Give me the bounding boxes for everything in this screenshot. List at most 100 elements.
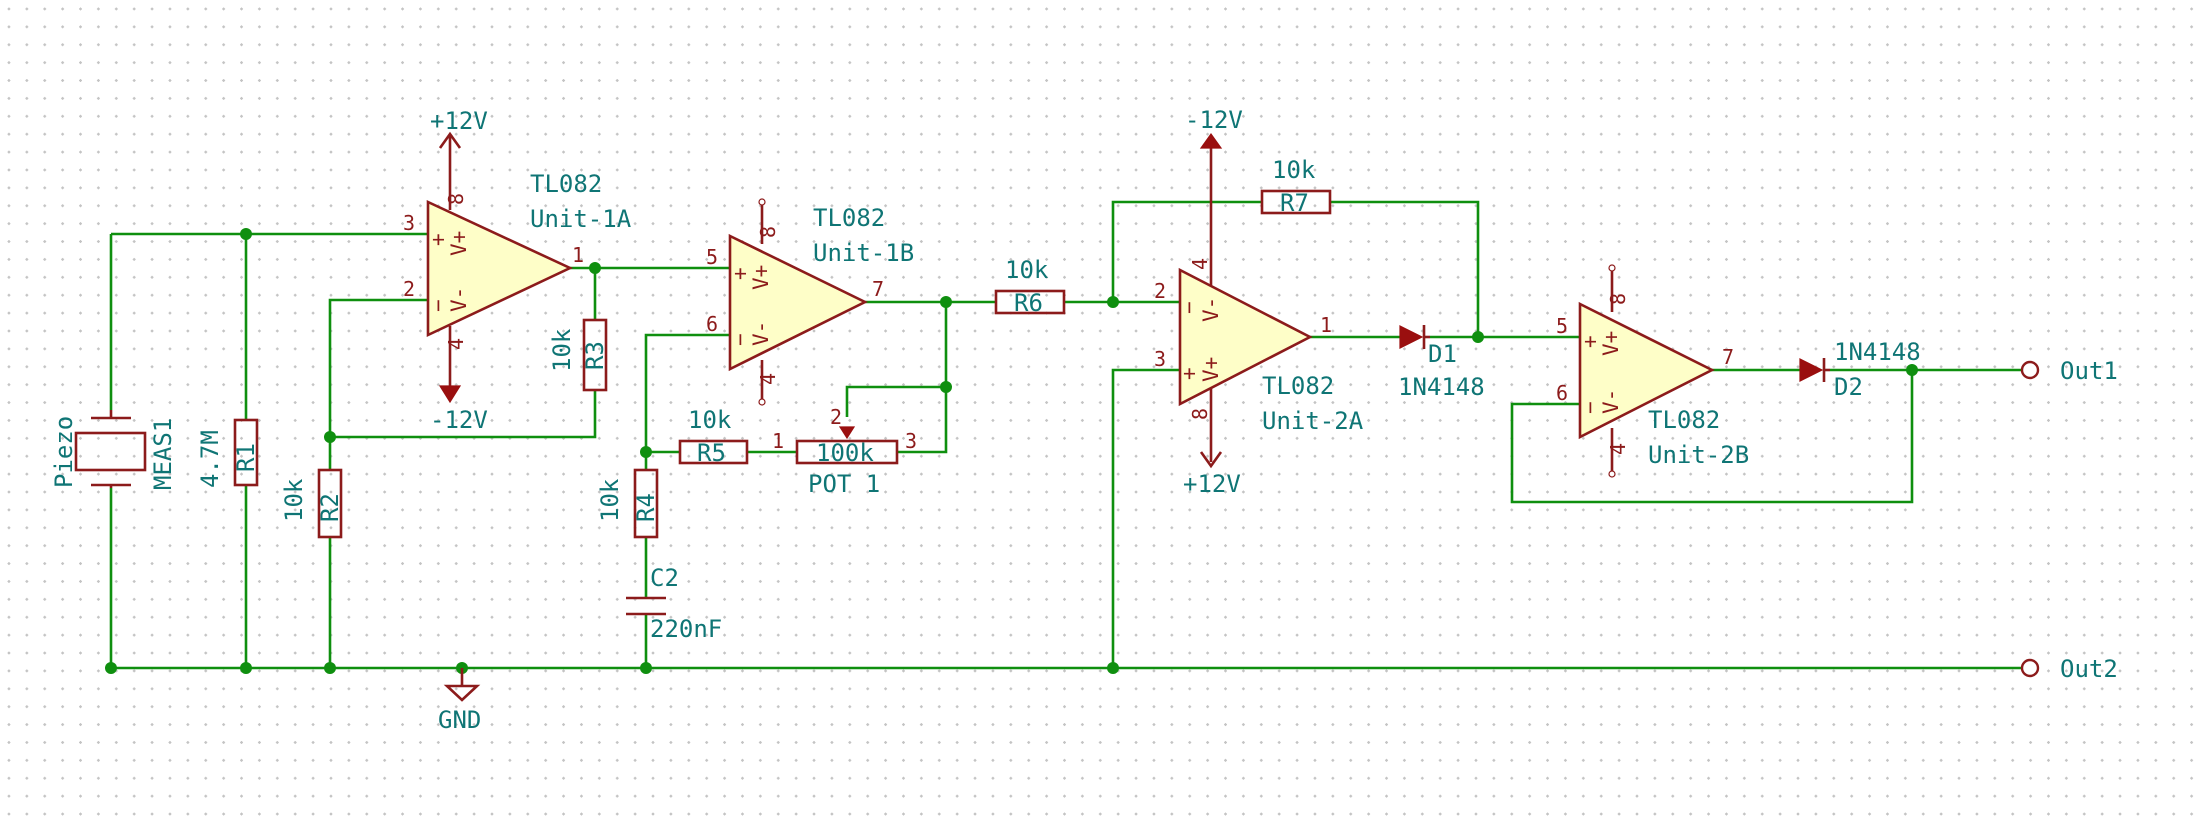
opamp-u1a[interactable]: 3 2 1 8 4 + − V+ V- TL082 Unit-1A: [403, 170, 632, 386]
opamp-pin-a: 5: [1556, 314, 1568, 338]
junction-dot: [240, 228, 252, 240]
opamp-body: [1178, 267, 1313, 407]
opamp-rail-b: V+: [1199, 357, 1223, 382]
opamp-pin-top: 8: [1606, 293, 1630, 305]
opamp-symbol-b: −: [1578, 401, 1602, 414]
opamp-unit-label: Unit-2B: [1648, 441, 1749, 469]
opamp-unit-label: Unit-1B: [813, 239, 914, 267]
junction-dot: [640, 446, 652, 458]
opamp-pin-top: 8: [444, 193, 468, 205]
resistor-r7[interactable]: R7 10k: [1260, 156, 1332, 217]
junction-dot: [1107, 662, 1119, 674]
opamp-body: [426, 199, 574, 338]
power-arrow-up: [1199, 132, 1223, 149]
diode-triangle: [1399, 325, 1424, 349]
resistor-value-label: 10k: [1272, 156, 1316, 184]
diode-d1[interactable]: D1 1N4148: [1398, 325, 1485, 401]
capacitor-c2[interactable]: C2 220nF: [626, 564, 722, 643]
resistor-ref-label: R5: [697, 439, 726, 467]
connector-terminal: [2020, 658, 2040, 678]
opamp-symbol-b: +: [1177, 367, 1201, 380]
opamp-symbol-b: −: [728, 333, 752, 346]
power-arrow-down: [1199, 451, 1223, 469]
resistor-r4[interactable]: R4 10k: [596, 468, 660, 539]
resistor-body: [233, 418, 259, 487]
potentiometer-pot1[interactable]: 100k POT 1 1 2 3: [772, 405, 917, 498]
power-arrow-down: [438, 385, 462, 404]
resistor-body: [317, 468, 343, 539]
junction-dot: [324, 662, 336, 674]
junction-dot: [105, 662, 117, 674]
opamp-symbol-a: −: [1177, 301, 1201, 314]
connector-out2[interactable]: Out2: [2020, 655, 2118, 683]
piezo-value-label: Piezo: [50, 416, 78, 488]
junction-dot: [240, 662, 252, 674]
opamp-pin-bottom: 4: [756, 373, 780, 385]
opamp-pin-out: 1: [572, 243, 584, 267]
opamp-pin-bottom: 4: [444, 338, 468, 350]
power-plus12v-u2a: +12V: [1183, 451, 1241, 498]
junction-dot: [589, 262, 601, 274]
power-arrow-up: [438, 131, 462, 188]
opamp-rail-a: V+: [749, 265, 773, 290]
power-label: +12V: [1183, 470, 1241, 498]
opamp-rail-b: V-: [1599, 389, 1623, 414]
wire-pot-col: [897, 302, 948, 454]
resistor-body: [633, 468, 659, 539]
resistor-value-label: 10k: [688, 406, 732, 434]
pot-ref-label: POT 1: [808, 470, 880, 498]
power-plus12v-u1a: +12V: [430, 107, 488, 188]
power-label: -12V: [430, 406, 488, 434]
resistor-r3[interactable]: R3 10k: [548, 318, 609, 392]
connector-label: Out1: [2060, 357, 2118, 385]
opamp-u2b[interactable]: 5 6 7 8 4 + − V+ V- TL082 Unit-2B: [1556, 264, 1749, 478]
wires: [109, 200, 2022, 670]
opamp-symbol-a: +: [426, 233, 450, 246]
opamp-pin-dot: [758, 198, 766, 206]
ground-icon: [443, 668, 481, 702]
opamp-body: [1578, 301, 1715, 440]
piezo-sensor[interactable]: Piezo MEAS1: [50, 410, 177, 490]
power-minus12v-u1a: -12V: [430, 385, 488, 434]
resistor-r2[interactable]: R2 10k: [280, 468, 344, 539]
opamp-u1b[interactable]: 5 6 7 8 4 + − V+ V- TL082 Unit-1B: [706, 198, 914, 406]
pot-value-label: 100k: [816, 439, 874, 467]
opamp-pin-top: 4: [1188, 258, 1212, 270]
wire-u1b-inv: [644, 333, 730, 452]
opamp-unit-label: Unit-2A: [1262, 407, 1364, 435]
junction-dot: [640, 662, 652, 674]
resistor-value-label: 10k: [596, 478, 624, 522]
opamp-pin-a: 3: [403, 211, 415, 235]
connector-terminal: [2020, 360, 2040, 380]
resistor-value-label: 10k: [548, 328, 576, 372]
junction-dot: [940, 381, 952, 393]
opamp-part-label: TL082: [1648, 406, 1720, 434]
capacitor-value-label: 220nF: [650, 615, 722, 643]
opamp-symbol-b: −: [426, 299, 450, 312]
pot-pin-3: 3: [905, 429, 917, 453]
opamp-rail-b: V-: [749, 321, 773, 346]
diode-d2[interactable]: D2 1N4148: [1799, 338, 1921, 401]
wire-r7-right: [1330, 200, 1480, 337]
junction-dot: [940, 296, 952, 308]
connector-out1[interactable]: Out1: [2020, 357, 2118, 385]
pot-wiper-arrow: [838, 426, 856, 440]
wire-pot-wiper: [845, 385, 946, 417]
resistor-r6[interactable]: R6 10k: [994, 256, 1066, 317]
capacitor-ref-label: C2: [650, 564, 679, 592]
opamp-u2a[interactable]: 2 3 1 4 8 − + V- V+ TL082 Unit-2A: [1154, 148, 1364, 462]
resistor-value-label: 4.7M: [196, 430, 224, 488]
resistor-r1[interactable]: R1 4.7M: [196, 418, 260, 488]
resistor-r5[interactable]: R5 10k: [678, 406, 749, 467]
opamp-part-label: TL082: [530, 170, 602, 198]
resistor-ref-label: R3: [581, 341, 609, 370]
opamp-pin-out: 1: [1320, 313, 1332, 337]
wire-u1a-inv: [328, 298, 428, 437]
wire-r3-feedback: [330, 390, 597, 439]
opamp-unit-label: Unit-1A: [530, 205, 632, 233]
opamp-pin-b: 3: [1154, 347, 1166, 371]
opamp-pin-dot: [758, 398, 766, 406]
opamp-pin-out: 7: [1722, 345, 1734, 369]
diode-value-label: 1N4148: [1834, 338, 1921, 366]
